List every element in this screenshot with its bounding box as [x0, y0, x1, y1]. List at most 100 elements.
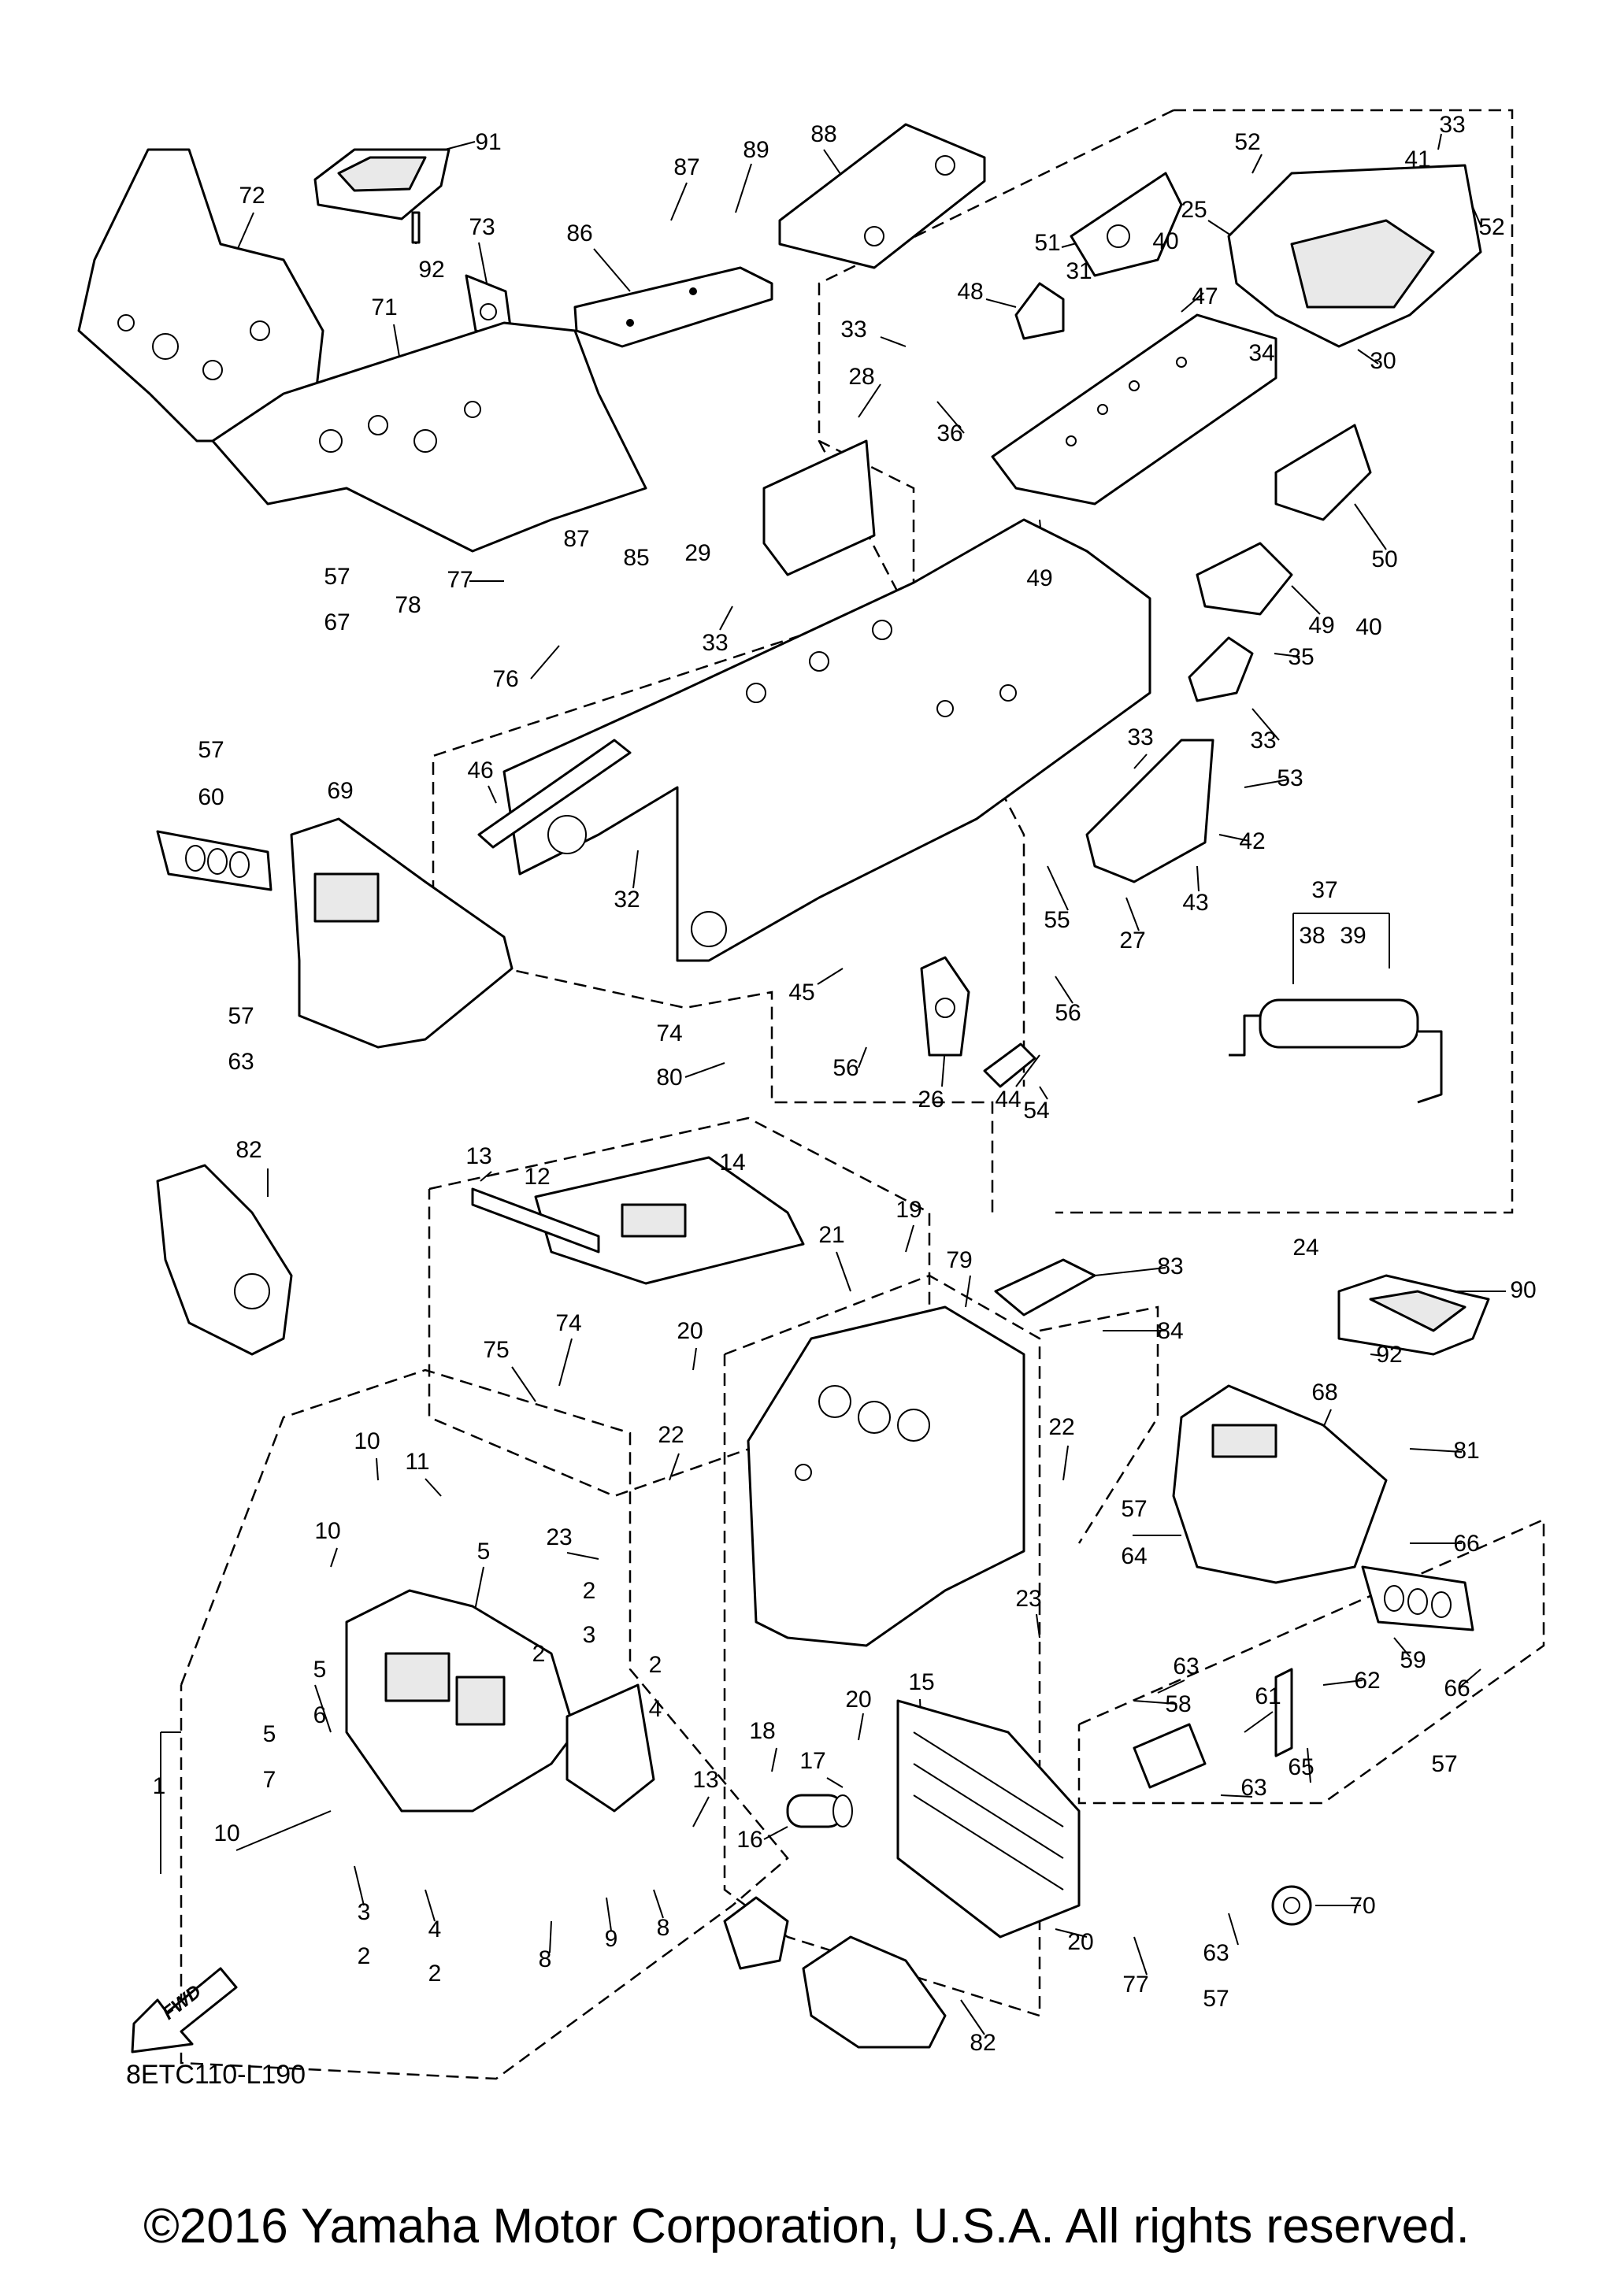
callout-c64: 64 — [1121, 1543, 1147, 1569]
callout-c57e: 57 — [1431, 1751, 1457, 1777]
callout-c38: 38 — [1299, 923, 1325, 949]
callout-c19: 19 — [895, 1197, 921, 1223]
callout-c63c: 63 — [1240, 1775, 1266, 1801]
callout-c21: 21 — [818, 1222, 844, 1248]
callout-c6: 6 — [313, 1702, 327, 1728]
part-46-rail — [477, 739, 632, 849]
callout-c20a: 20 — [677, 1318, 703, 1344]
callout-c8a: 8 — [539, 1946, 552, 1972]
part-28-bracket — [762, 439, 876, 576]
part-44-plate — [983, 1042, 1036, 1088]
callout-c61: 61 — [1255, 1683, 1281, 1709]
callout-c76: 76 — [492, 666, 518, 692]
group-outline-front-frame — [723, 1274, 1041, 2017]
group-outlines — [180, 109, 1545, 2080]
callout-c40b: 40 — [1355, 614, 1381, 640]
callout-c77b: 77 — [1122, 1972, 1148, 1998]
callout-c92a: 92 — [418, 257, 444, 283]
part-60-heat-shield — [156, 830, 273, 891]
part-25-plate — [1227, 164, 1482, 348]
callout-c46: 46 — [467, 757, 493, 783]
part-50-bracket — [1274, 424, 1372, 521]
callout-c10c: 10 — [213, 1820, 239, 1846]
callout-c66a: 66 — [1453, 1531, 1479, 1557]
callout-c10a: 10 — [354, 1428, 380, 1454]
callout-c56b: 56 — [832, 1055, 858, 1081]
callout-c63a: 63 — [228, 1049, 254, 1075]
callout-c11: 11 — [405, 1449, 429, 1475]
callout-c23a: 23 — [546, 1524, 572, 1550]
callout-c1: 1 — [153, 1773, 166, 1799]
callout-c3a: 3 — [583, 1622, 596, 1648]
group-outline-rear-bracket — [818, 440, 1025, 1087]
callout-c33c: 33 — [702, 630, 728, 656]
part-88-cover — [778, 123, 986, 269]
part-right-bracket — [565, 1683, 655, 1813]
callout-c31: 31 — [1066, 258, 1092, 284]
callout-c66b: 66 — [1444, 1676, 1470, 1702]
callout-c30: 30 — [1370, 348, 1396, 374]
callout-c62: 62 — [1354, 1668, 1380, 1694]
callout-c18: 18 — [749, 1718, 775, 1744]
callout-c77a: 77 — [447, 567, 473, 593]
part-35-bracket — [1188, 636, 1254, 702]
callout-c65: 65 — [1288, 1754, 1314, 1780]
callout-c2d: 2 — [358, 1943, 371, 1969]
group-outline-rear-chassis — [1039, 1305, 1159, 1544]
callout-c35: 35 — [1288, 644, 1314, 670]
callout-c63d: 63 — [1203, 1940, 1229, 1966]
callout-c67: 67 — [324, 609, 350, 635]
part-71-front-frame — [211, 321, 647, 553]
callout-c25: 25 — [1181, 197, 1207, 223]
callout-c88: 88 — [810, 121, 836, 147]
group-outline-1 — [180, 1368, 789, 2080]
callout-c20b: 20 — [845, 1687, 871, 1713]
callout-c2c: 2 — [649, 1652, 662, 1678]
callout-c43: 43 — [1182, 890, 1208, 916]
callout-c89: 89 — [743, 137, 769, 163]
fwd-arrow-icon: FWD — [131, 1967, 238, 2053]
part-91-cap — [313, 148, 451, 244]
callout-c56a: 56 — [1055, 1000, 1081, 1026]
callout-c24: 24 — [1292, 1235, 1318, 1261]
callout-c8b: 8 — [657, 1915, 670, 1941]
part-82-shield-lower — [723, 1896, 947, 2049]
callout-c29: 29 — [684, 540, 710, 566]
part-69-bumper — [290, 817, 514, 1049]
part-49-bracket — [1196, 542, 1293, 616]
part-59-heat-shield — [1361, 1565, 1474, 1631]
callout-c92b: 92 — [1376, 1342, 1402, 1368]
callout-c14: 14 — [719, 1150, 745, 1176]
callout-c71: 71 — [371, 294, 397, 320]
callout-c83: 83 — [1157, 1254, 1183, 1279]
callout-c75: 75 — [483, 1337, 509, 1363]
callout-c10b: 10 — [314, 1518, 340, 1544]
callout-c3b: 3 — [358, 1899, 371, 1925]
callout-c16: 16 — [736, 1827, 762, 1853]
part-48-mount — [1014, 282, 1065, 340]
callout-c48: 48 — [957, 279, 983, 305]
callout-c32: 32 — [614, 887, 640, 913]
part-15-radiator — [896, 1699, 1081, 1939]
callout-c82b: 82 — [970, 2030, 996, 2056]
callout-c52b: 52 — [1478, 214, 1504, 240]
part-86-cover — [573, 266, 773, 348]
callout-c87b: 87 — [563, 526, 589, 552]
part-26-bracket — [920, 956, 970, 1057]
callout-c81: 81 — [1453, 1438, 1479, 1464]
callout-c33b: 33 — [840, 317, 866, 343]
copyright-notice: ©2016 Yamaha Motor Corporation, U.S.A. A… — [143, 2199, 1470, 2253]
callout-c90: 90 — [1510, 1277, 1536, 1303]
part-12-bar — [471, 1187, 600, 1254]
callout-c79: 79 — [946, 1247, 972, 1273]
part-34-cross-member — [991, 313, 1277, 505]
callout-c5a: 5 — [477, 1539, 491, 1565]
callout-c85: 85 — [623, 545, 649, 571]
callout-c74b: 74 — [555, 1310, 581, 1336]
callout-c26: 26 — [918, 1087, 944, 1113]
callout-c78: 78 — [395, 592, 421, 618]
callout-c41: 41 — [1404, 146, 1430, 172]
callout-c27: 27 — [1119, 928, 1145, 954]
